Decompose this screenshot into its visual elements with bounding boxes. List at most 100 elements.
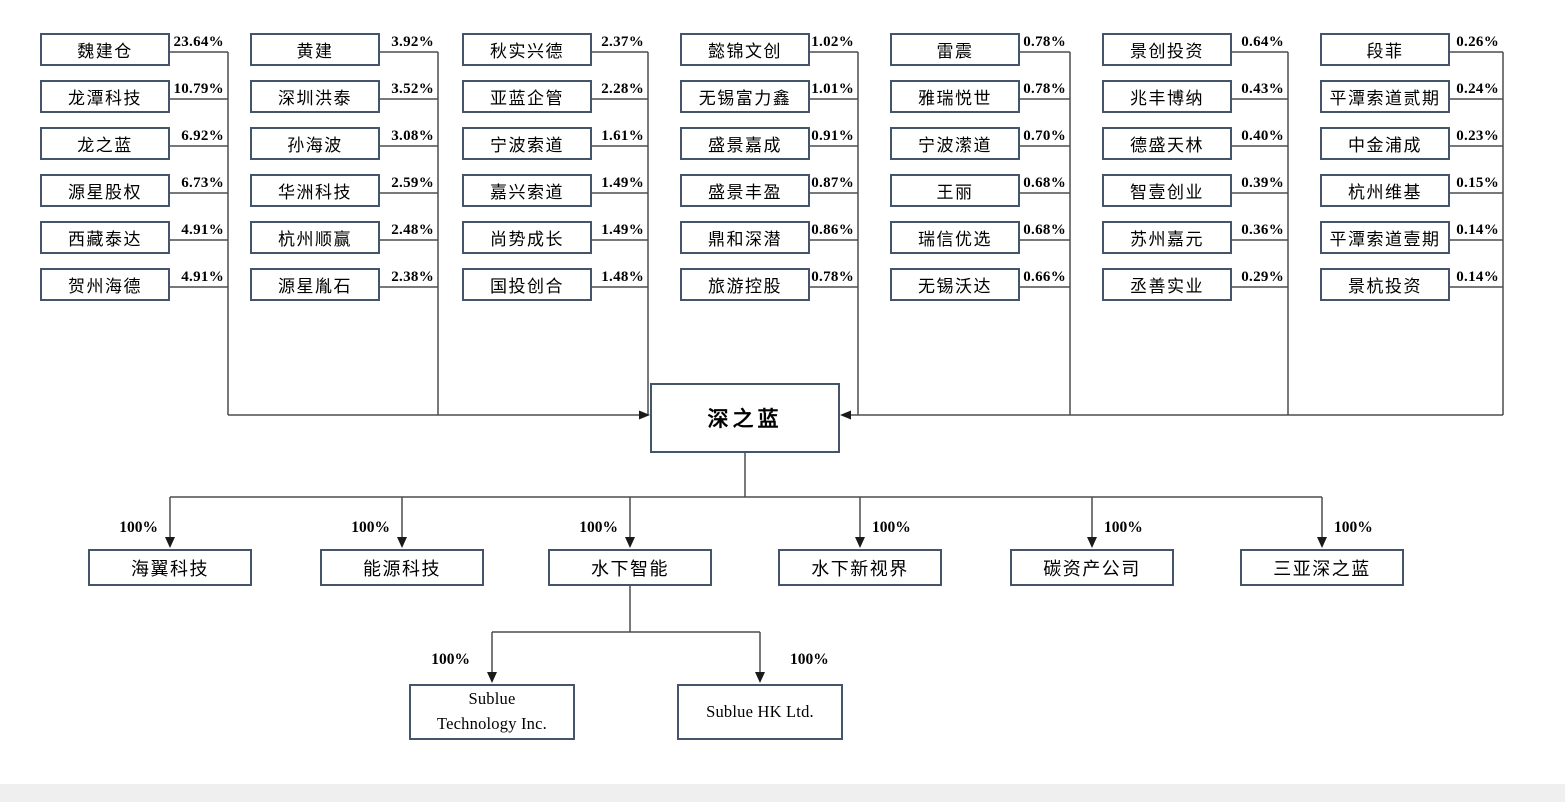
shareholder-box: 盛景丰盈 <box>680 174 810 207</box>
down-arrowhead-icon <box>165 537 175 548</box>
shareholding-percentage: 0.40% <box>1241 128 1284 144</box>
shareholding-percentage: 1.49% <box>601 222 644 238</box>
shareholding-percentage: 23.64% <box>173 34 224 50</box>
shareholding-percentage: 1.02% <box>811 34 854 50</box>
ownership-percentage-label: 100% <box>872 519 911 536</box>
shareholding-percentage: 0.14% <box>1456 269 1499 285</box>
subsidiary-box: 碳资产公司 <box>1010 549 1174 586</box>
ownership-percentage-label: 100% <box>1104 519 1143 536</box>
ownership-percentage-label: 100% <box>1334 519 1373 536</box>
shareholding-percentage: 3.52% <box>391 81 434 97</box>
shareholder-box: 无锡富力鑫 <box>680 80 810 113</box>
subsidiary-box: 能源科技 <box>320 549 484 586</box>
shareholding-percentage: 0.68% <box>1023 175 1066 191</box>
shareholding-percentage: 1.01% <box>811 81 854 97</box>
shareholding-percentage: 4.91% <box>181 222 224 238</box>
shareholder-box: 嘉兴索道 <box>462 174 592 207</box>
shareholding-percentage: 2.28% <box>601 81 644 97</box>
right-arrowhead-icon <box>639 410 650 420</box>
subsidiary-box: 水下新视界 <box>778 549 942 586</box>
shareholding-percentage: 3.08% <box>391 128 434 144</box>
shareholder-box: 鼎和深潜 <box>680 221 810 254</box>
shareholding-percentage: 6.92% <box>181 128 224 144</box>
shareholder-box: 景创投资 <box>1102 33 1232 66</box>
shareholder-box: 秋实兴德 <box>462 33 592 66</box>
ownership-percentage-label: 100% <box>790 651 829 668</box>
ownership-percentage-label: 100% <box>119 519 158 536</box>
shareholding-percentage: 0.23% <box>1456 128 1499 144</box>
shareholding-percentage: 2.59% <box>391 175 434 191</box>
shareholder-box: 源星胤石 <box>250 268 380 301</box>
shareholding-percentage: 0.36% <box>1241 222 1284 238</box>
shareholding-percentage: 0.15% <box>1456 175 1499 191</box>
shareholder-box: 智壹创业 <box>1102 174 1232 207</box>
shareholding-percentage: 0.68% <box>1023 222 1066 238</box>
shareholding-percentage: 10.79% <box>173 81 224 97</box>
shareholder-box: 尚势成长 <box>462 221 592 254</box>
shareholder-box: 王丽 <box>890 174 1020 207</box>
shareholding-percentage: 2.38% <box>391 269 434 285</box>
shareholder-box: 懿锦文创 <box>680 33 810 66</box>
shareholder-box: 杭州顺赢 <box>250 221 380 254</box>
down-arrowhead-icon <box>487 672 497 683</box>
subsubsidiary-box: Sublue HK Ltd. <box>677 684 843 740</box>
shareholding-percentage: 6.73% <box>181 175 224 191</box>
shareholder-box: 德盛天林 <box>1102 127 1232 160</box>
shareholding-percentage: 2.37% <box>601 34 644 50</box>
down-arrowhead-icon <box>755 672 765 683</box>
shareholding-percentage: 0.91% <box>811 128 854 144</box>
ownership-percentage-label: 100% <box>351 519 390 536</box>
page-bottom-strip <box>0 784 1565 802</box>
shareholding-percentage: 0.43% <box>1241 81 1284 97</box>
shareholding-percentage: 0.66% <box>1023 269 1066 285</box>
shareholder-box: 雷震 <box>890 33 1020 66</box>
shareholder-box: 宁波索道 <box>462 127 592 160</box>
shareholding-percentage: 1.61% <box>601 128 644 144</box>
shareholding-percentage: 0.24% <box>1456 81 1499 97</box>
shareholder-box: 雅瑞悦世 <box>890 80 1020 113</box>
shareholding-percentage: 1.48% <box>601 269 644 285</box>
shareholder-box: 丞善实业 <box>1102 268 1232 301</box>
shareholder-box: 源星股权 <box>40 174 170 207</box>
shareholder-box: 兆丰博纳 <box>1102 80 1232 113</box>
down-arrowhead-icon <box>397 537 407 548</box>
shareholding-percentage: 0.70% <box>1023 128 1066 144</box>
shareholder-box: 中金浦成 <box>1320 127 1450 160</box>
subsidiary-box: 海翼科技 <box>88 549 252 586</box>
shareholder-box: 杭州维基 <box>1320 174 1450 207</box>
shareholding-percentage: 0.29% <box>1241 269 1284 285</box>
subsidiary-box: 水下智能 <box>548 549 712 586</box>
shareholding-percentage: 0.87% <box>811 175 854 191</box>
shareholding-percentage: 0.14% <box>1456 222 1499 238</box>
shareholding-percentage: 3.92% <box>391 34 434 50</box>
shareholding-percentage: 0.78% <box>1023 34 1066 50</box>
left-arrowhead-icon <box>840 410 851 420</box>
shareholder-box: 无锡沃达 <box>890 268 1020 301</box>
subsidiary-box: 三亚深之蓝 <box>1240 549 1404 586</box>
shareholder-box: 瑞信优选 <box>890 221 1020 254</box>
shareholding-percentage: 0.86% <box>811 222 854 238</box>
shareholder-box: 华洲科技 <box>250 174 380 207</box>
down-arrowhead-icon <box>1087 537 1097 548</box>
shareholder-box: 贺州海德 <box>40 268 170 301</box>
shareholding-percentage: 0.78% <box>811 269 854 285</box>
shareholder-box: 苏州嘉元 <box>1102 221 1232 254</box>
shareholder-box: 魏建仓 <box>40 33 170 66</box>
shareholding-percentage: 0.39% <box>1241 175 1284 191</box>
shareholder-box: 段菲 <box>1320 33 1450 66</box>
down-arrowhead-icon <box>1317 537 1327 548</box>
shareholding-percentage: 2.48% <box>391 222 434 238</box>
shareholder-box: 景杭投资 <box>1320 268 1450 301</box>
parent-company-box: 深之蓝 <box>650 383 840 453</box>
shareholder-box: 宁波潆道 <box>890 127 1020 160</box>
ownership-percentage-label: 100% <box>579 519 618 536</box>
shareholder-box: 国投创合 <box>462 268 592 301</box>
shareholding-percentage: 4.91% <box>181 269 224 285</box>
shareholder-box: 西藏泰达 <box>40 221 170 254</box>
shareholder-box: 深圳洪泰 <box>250 80 380 113</box>
shareholder-box: 龙之蓝 <box>40 127 170 160</box>
down-arrowhead-icon <box>625 537 635 548</box>
